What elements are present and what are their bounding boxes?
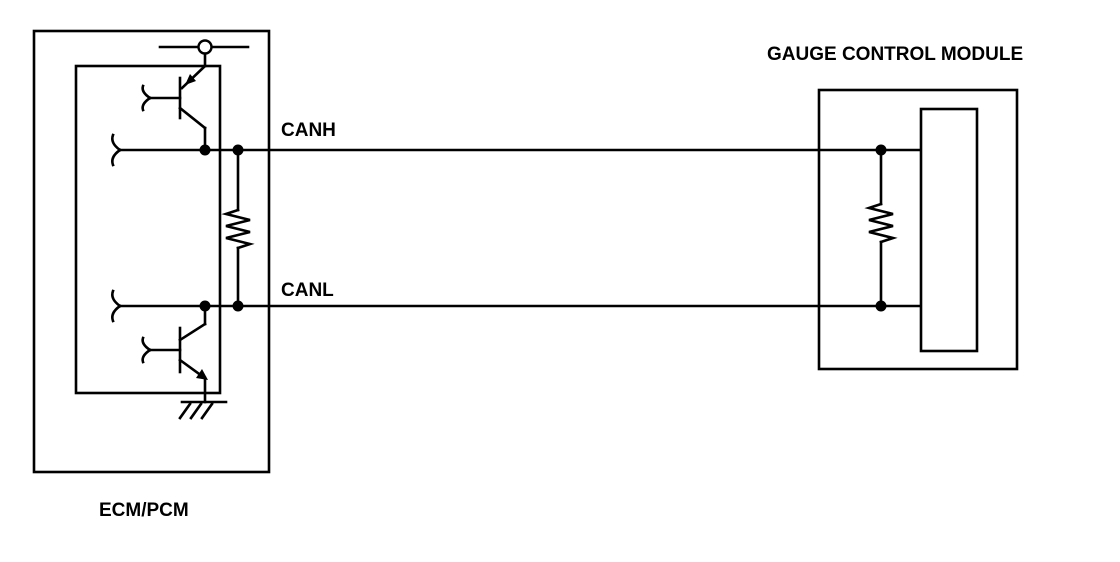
canh-internal-input xyxy=(111,133,207,167)
gauge-control-module-label: GAUGE CONTROL MODULE xyxy=(767,44,1023,65)
junction-dot xyxy=(232,300,244,312)
ground-icon xyxy=(178,400,228,420)
junction-dot xyxy=(875,144,887,156)
ecm-inner-box xyxy=(74,64,222,395)
canl-internal-input xyxy=(111,289,207,323)
junction-dot xyxy=(232,144,244,156)
junction-dot xyxy=(875,300,887,312)
gauge-control-module xyxy=(817,88,1019,371)
ecm-pcm-module xyxy=(32,29,271,474)
canh-label: CANH xyxy=(281,120,336,141)
ecm-termination-resistor xyxy=(221,148,255,308)
gauge-outer-box xyxy=(817,88,1019,371)
gauge-connector-block xyxy=(919,107,979,353)
junction-dot xyxy=(199,300,211,312)
supply-terminal xyxy=(158,39,250,68)
ecm-pcm-label: ECM/PCM xyxy=(99,500,189,521)
gauge-termination-resistor xyxy=(864,148,898,308)
canl-label: CANL xyxy=(281,280,334,301)
junction-dot xyxy=(199,144,211,156)
